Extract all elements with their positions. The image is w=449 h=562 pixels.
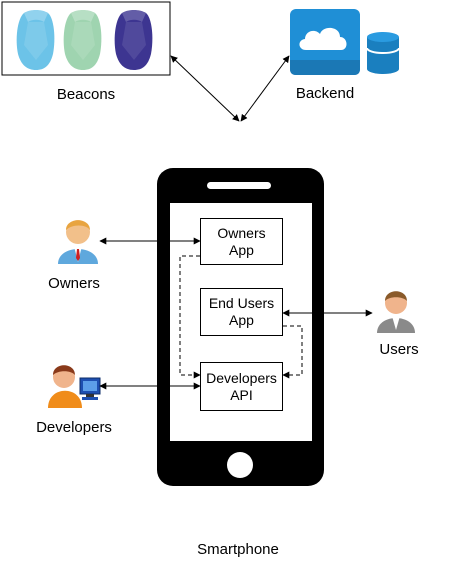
cloud-icon	[290, 9, 360, 75]
beacon-icon-purple	[114, 10, 153, 70]
beacon-icon-blue	[16, 10, 55, 70]
developer-person-icon	[48, 365, 101, 408]
developers-api-line2: API	[230, 386, 253, 403]
beacon-icon-green	[63, 10, 102, 70]
owners-label: Owners	[48, 275, 100, 292]
edge-enduserapp-api-dashed	[282, 325, 303, 379]
end-users-app-line2: App	[229, 312, 254, 328]
smartphone-label: Smartphone	[197, 541, 279, 558]
edge-backend-junction	[240, 55, 290, 122]
edge-ownersapp-api-dashed	[179, 255, 201, 379]
end-users-app-line1: End Users	[208, 295, 275, 311]
end-users-app-node: End Users App	[200, 288, 283, 336]
owners-app-node: Owners App	[200, 218, 283, 265]
backend-label: Backend	[295, 85, 355, 102]
edge-beacons-junction	[170, 55, 240, 122]
beacons-label: Beacons	[56, 86, 116, 103]
owner-person-icon	[58, 220, 98, 264]
owners-app-line1: Owners	[217, 224, 266, 241]
developers-api-node: Developers API	[200, 362, 283, 411]
developers-api-line1: Developers	[206, 369, 277, 386]
developers-label: Developers	[36, 419, 112, 436]
user-person-icon	[377, 291, 415, 333]
users-label: Users	[379, 341, 419, 358]
database-icon	[366, 32, 400, 74]
owners-app-line2: App	[229, 241, 254, 258]
